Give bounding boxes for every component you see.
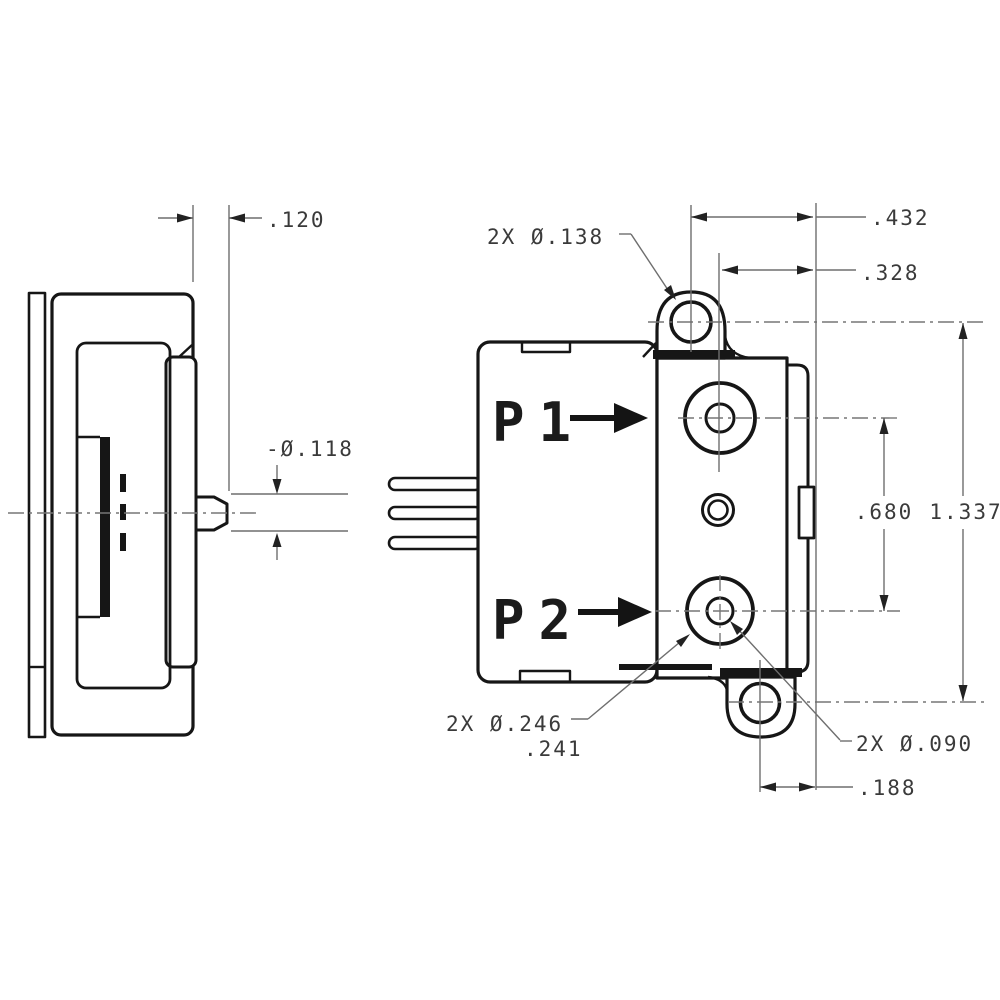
pin-2 bbox=[387, 505, 483, 521]
dim-432-text: .432 bbox=[871, 206, 930, 230]
dim-118-text: -Ø.118 bbox=[266, 437, 354, 461]
side-pin-tick-2 bbox=[120, 504, 126, 520]
pin-3 bbox=[387, 535, 483, 551]
dim-nipple-dia: -Ø.118 bbox=[266, 437, 354, 560]
dim-hole-to-edge: .432 bbox=[691, 206, 930, 230]
side-slot-bar bbox=[100, 437, 110, 617]
dim-138-text: 2X Ø.138 bbox=[487, 225, 604, 249]
bottom-tab-base bbox=[720, 668, 802, 677]
p1-label: P1 bbox=[492, 391, 585, 454]
pin-1 bbox=[387, 476, 483, 492]
bottom-tab-fillet bbox=[707, 675, 729, 691]
side-body-chamfer bbox=[178, 344, 193, 358]
right-clip-tab bbox=[797, 485, 816, 540]
side-bracket-plate bbox=[27, 291, 47, 739]
top-tab-tick bbox=[642, 342, 657, 358]
dim-small-hole-dia: 2X Ø.090 bbox=[730, 621, 973, 756]
dim-port-spacing: .680 bbox=[855, 418, 914, 611]
center-port-inner bbox=[707, 499, 729, 521]
dim-090-text: 2X Ø.090 bbox=[856, 732, 973, 756]
front-view: P1 P2 bbox=[387, 290, 816, 739]
centerlines bbox=[192, 203, 985, 792]
p1-arrow-icon bbox=[614, 403, 648, 433]
side-pin-tick-1 bbox=[120, 474, 126, 492]
dim-bottom-hole-to-edge: .188 bbox=[760, 776, 917, 800]
dim-120-text: .120 bbox=[267, 208, 326, 232]
dim-188-text: .188 bbox=[858, 776, 917, 800]
dim-nipple-protrusion: .120 bbox=[158, 208, 326, 232]
top-notch bbox=[520, 343, 572, 354]
bottom-notch bbox=[518, 669, 572, 681]
dim-1337-text: 1.337 bbox=[929, 500, 1000, 524]
dim-port-hole-dia: 2X Ø.246 .241 bbox=[446, 634, 690, 761]
dim-mount-hole-dia: 2X Ø.138 bbox=[487, 225, 676, 300]
side-pin-tick-3 bbox=[120, 533, 126, 551]
dim-246-text: 2X Ø.246 bbox=[446, 712, 563, 736]
dim-241-text: .241 bbox=[524, 737, 583, 761]
p2-arrow-icon bbox=[618, 597, 652, 627]
dim-328-text: .328 bbox=[861, 261, 920, 285]
dim-port-to-edge: .328 bbox=[722, 261, 920, 285]
dimensions: .120 2X Ø.138 .432 .328 bbox=[158, 206, 1000, 800]
dim-680-text: .680 bbox=[855, 500, 914, 524]
top-tab-base bbox=[653, 350, 735, 359]
dim-mount-hole-spacing: 1.337 bbox=[929, 323, 1000, 701]
side-inner-block bbox=[75, 341, 172, 690]
p2-label: P2 bbox=[492, 589, 585, 652]
top-tab-fillet bbox=[723, 335, 751, 360]
side-view bbox=[8, 291, 258, 739]
